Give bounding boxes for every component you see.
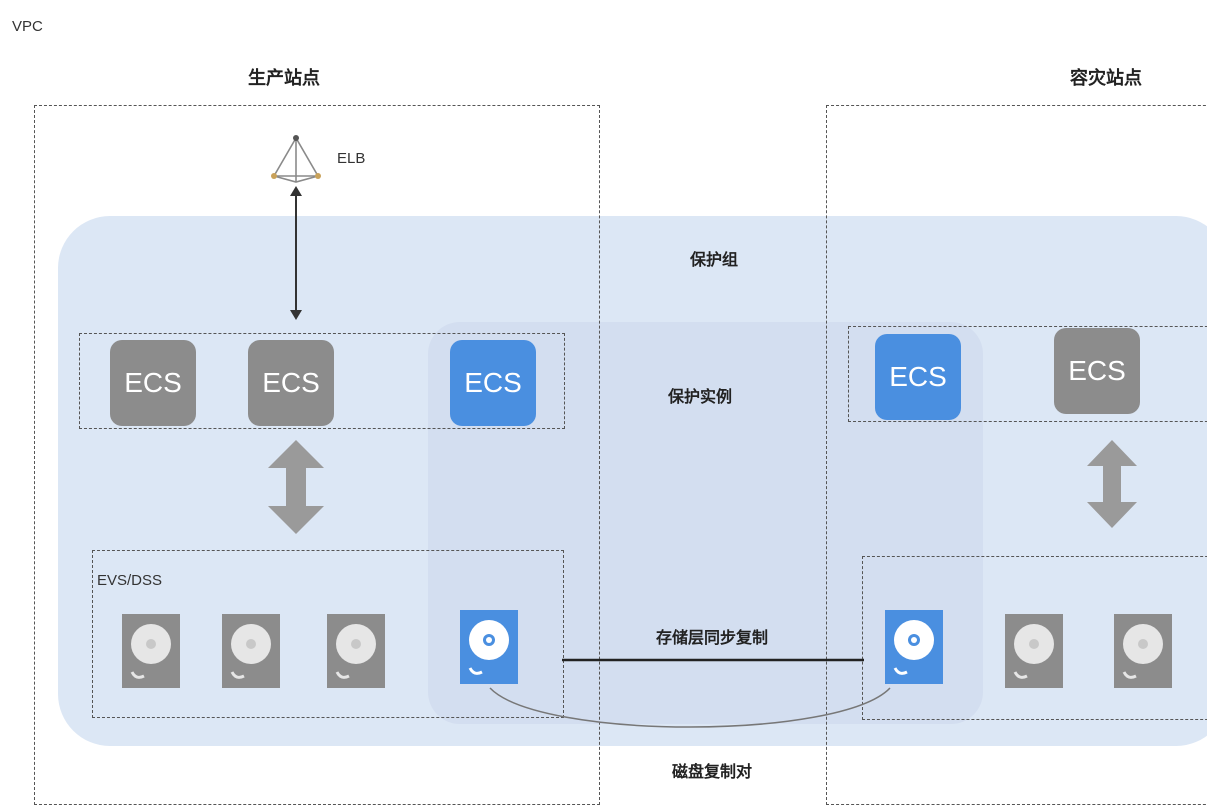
dr-site-title: 容灾站点 (1070, 68, 1142, 89)
production-site-title: 生产站点 (248, 68, 320, 89)
elb-icon (271, 135, 321, 183)
protected-instance-label: 保护实例 (667, 387, 732, 406)
prod-storage-arrow-icon (268, 440, 324, 534)
dr-ecs-row (848, 326, 1207, 422)
sync-replication-line (562, 658, 864, 662)
elb-link-arrow (290, 186, 302, 320)
protected-disk-icon (460, 610, 518, 684)
evs-dss-label: EVS/DSS (97, 572, 163, 589)
storage-sync-label: 存储层同步复制 (655, 628, 768, 647)
disk-icon (122, 614, 180, 688)
dr-ecs-protected: ECS (875, 334, 961, 420)
prod-ecs-1: ECS (110, 340, 196, 426)
dr-ecs-2: ECS (1054, 328, 1140, 414)
prod-ecs-row (79, 333, 565, 429)
disk-pair-curve (489, 687, 891, 728)
disk-icon (1114, 614, 1172, 688)
dr-protected-disk-icon (885, 610, 943, 684)
dr-storage-arrow-icon (1087, 440, 1137, 528)
prod-ecs-protected: ECS (450, 340, 536, 426)
vpc-label: VPC (12, 18, 43, 35)
dr-storage-box (862, 556, 1207, 720)
prod-storage-box (92, 550, 564, 718)
disk-icon (222, 614, 280, 688)
protection-group-label: 保护组 (689, 250, 738, 269)
prod-ecs-2: ECS (248, 340, 334, 426)
disk-icon (1005, 614, 1063, 688)
disk-icon (327, 614, 385, 688)
elb-label: ELB (337, 150, 366, 167)
disk-pair-label: 磁盘复制对 (671, 762, 752, 781)
